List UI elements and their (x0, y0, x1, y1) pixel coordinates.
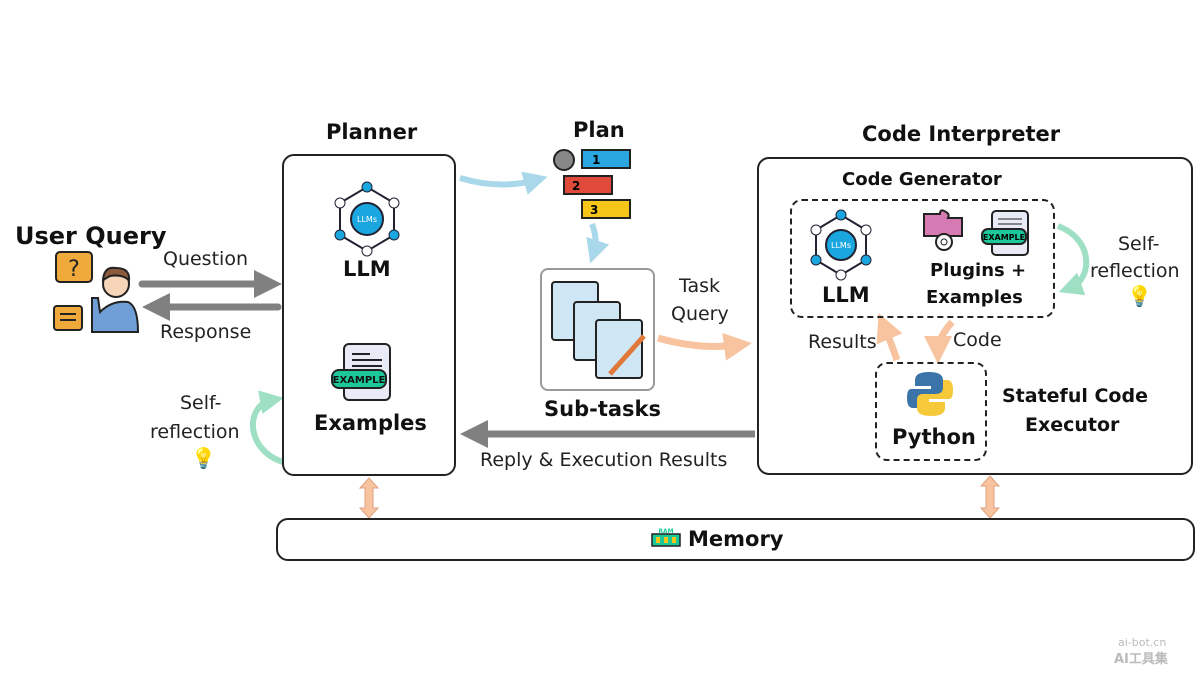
task-query-line2: Query (671, 303, 729, 325)
task-query-line1: Task (679, 275, 721, 297)
python-logo-icon (907, 372, 953, 416)
ram-chip-icon: RAM (651, 528, 681, 547)
plan-step-1: 1 (592, 153, 600, 167)
generator-lightbulb-icon: 💡 (1127, 284, 1152, 308)
plugin-puzzle-icon (923, 209, 963, 251)
python-executor-box (875, 362, 987, 461)
code-generator-title: Code Generator (842, 169, 1002, 190)
example-badge-text: EXAMPLE (333, 375, 386, 386)
generator-llm-icon-text: LLMs (831, 241, 851, 250)
generator-self-reflection-line2: reflection (1090, 260, 1180, 282)
planner-examples-label: Examples (314, 411, 427, 435)
planner-box (282, 154, 456, 476)
generator-llm-label: LLM (822, 283, 870, 307)
memory-box (276, 518, 1195, 561)
code-arrow (924, 319, 955, 364)
planner-to-plan-arrow (459, 171, 548, 195)
results-label: Results (808, 331, 877, 353)
watermark-line1: ai-bot.cn (1118, 636, 1167, 649)
code-interpreter-title: Code Interpreter (862, 122, 1061, 146)
task-query-arrow (657, 332, 752, 361)
svg-text:?: ? (68, 257, 80, 282)
python-label: Python (892, 425, 976, 449)
subtasks-label: Sub-tasks (544, 397, 661, 421)
memory-label: Memory (688, 527, 784, 551)
watermark-line2: AI工具集 (1114, 652, 1168, 667)
plugins-label-line1: Plugins + (930, 260, 1027, 281)
code-generator-box (790, 199, 1055, 318)
planner-llm-label: LLM (343, 257, 391, 281)
question-label: Question (163, 248, 248, 270)
planner-self-reflection-line1: Self- (180, 392, 222, 414)
llm-network-icon: LLMs (334, 181, 400, 257)
plan-title: Plan (573, 118, 625, 142)
executor-label-line1: Stateful Code (1002, 385, 1148, 407)
generator-self-reflection-arrow (1056, 223, 1090, 296)
planner-memory-arrow (358, 477, 380, 519)
clipboard-checklist-icon (551, 281, 646, 379)
planner-title: Planner (326, 120, 418, 144)
plan-step-2: 2 (572, 179, 580, 193)
generator-self-reflection-line1: Self- (1118, 233, 1160, 255)
interpreter-memory-arrow (979, 475, 1001, 519)
code-label: Code (953, 329, 1002, 351)
plugins-label-line2: Examples (926, 287, 1023, 308)
plan-step-3: 3 (590, 203, 598, 217)
response-label: Response (160, 321, 252, 343)
generator-example-document-icon: EXAMPLE (981, 210, 1029, 256)
subtasks-box (540, 268, 655, 391)
plan-list-icon: 1 2 3 (553, 149, 631, 219)
example-document-icon: EXAMPLE (331, 343, 391, 401)
generator-llm-network-icon: LLMs (810, 209, 872, 281)
user-icon: ? (53, 251, 140, 333)
results-arrow (876, 313, 903, 362)
llm-icon-text: LLMs (357, 215, 377, 224)
reply-label: Reply & Execution Results (480, 449, 728, 471)
generator-example-badge-text: EXAMPLE (983, 233, 1025, 242)
executor-label-line2: Executor (1025, 414, 1120, 436)
ram-icon-text: RAM (658, 528, 673, 535)
planner-self-reflection-arrow (249, 390, 285, 465)
plan-to-subtasks-arrow (586, 222, 610, 264)
user-query-title: User Query (15, 222, 167, 250)
code-interpreter-box (757, 157, 1193, 475)
planner-self-reflection-line2: reflection (150, 421, 240, 443)
lightbulb-icon: 💡 (191, 446, 216, 470)
